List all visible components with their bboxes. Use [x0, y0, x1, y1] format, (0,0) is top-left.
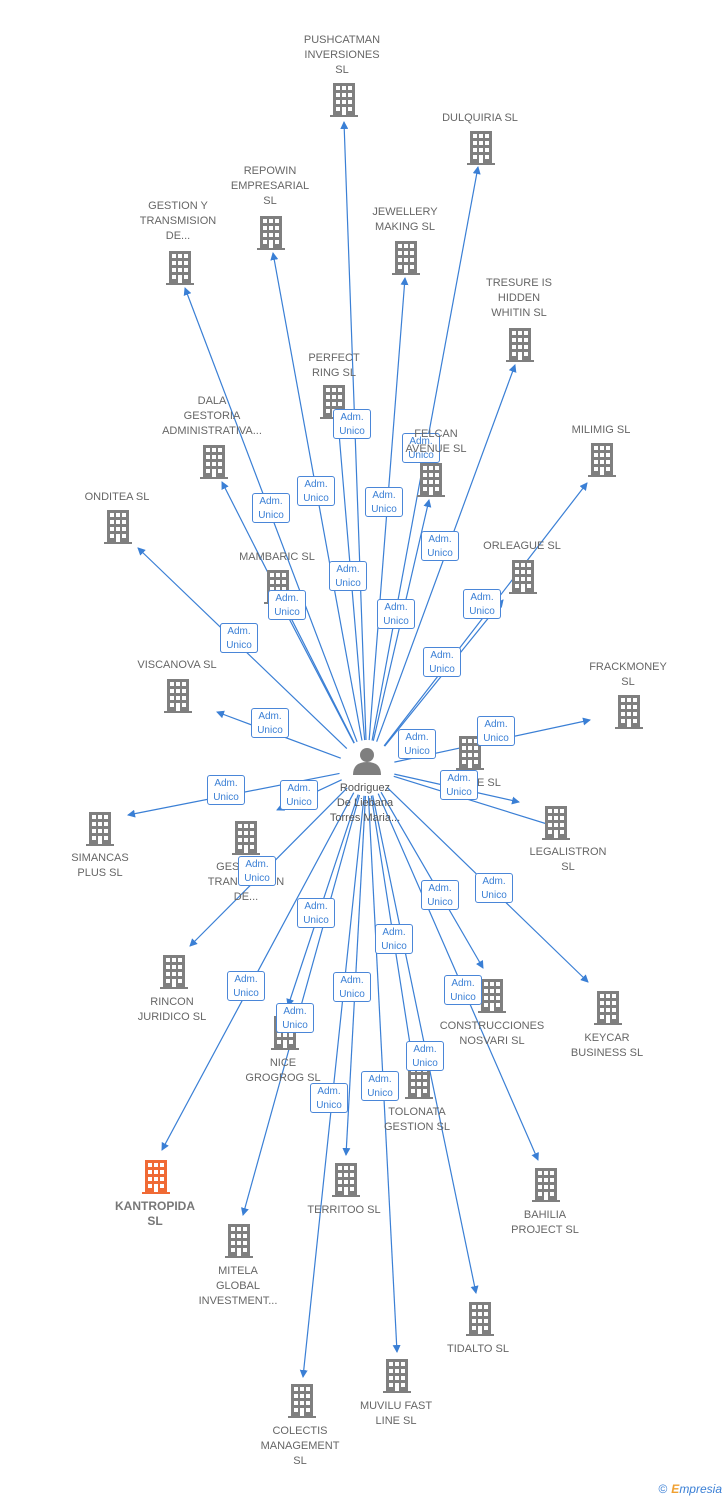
person-icon: [353, 748, 381, 775]
company-label-viscanova[interactable]: VISCANOVA SL: [137, 659, 217, 671]
company-label-muvilu[interactable]: MUVILU FAST LINE SL: [359, 1400, 433, 1427]
edge-label-viscanova: Adm. Unico: [251, 708, 289, 738]
company-label-orleague[interactable]: ORLEAGUE SL: [483, 540, 561, 552]
building-icon-mitela[interactable]: [225, 1224, 253, 1258]
edge-label-frackmoney: Adm. Unico: [477, 716, 515, 746]
edge-label-territoo: Adm. Unico: [333, 972, 371, 1002]
edge-label-repowin: Adm. Unico: [297, 476, 335, 506]
building-icon-colectis[interactable]: [288, 1384, 316, 1418]
company-label-colectis[interactable]: COLECTIS MANAGEMENT SL: [260, 1425, 340, 1467]
company-label-repowin[interactable]: REPOWIN EMPRESARIAL SL: [230, 165, 310, 207]
building-icon-onditea[interactable]: [104, 510, 132, 544]
building-icon-legalistron[interactable]: [542, 806, 570, 840]
company-label-perfect[interactable]: PERFECT RING SL: [308, 352, 360, 379]
company-label-mambaric[interactable]: MAMBARIC SL: [239, 551, 315, 563]
company-label-gestion1[interactable]: GESTION Y TRANSMISION DE...: [139, 200, 217, 242]
edge-label-gestion1: Adm. Unico: [252, 493, 290, 523]
edge-label-rincon: Adm. Unico: [238, 856, 276, 886]
edge-label-jewellery: Adm. Unico: [365, 487, 403, 517]
building-icon-rincon[interactable]: [160, 955, 188, 989]
company-label-nice[interactable]: NICE GROGROG SL: [245, 1057, 321, 1084]
edge-label-onditea: Adm. Unico: [220, 623, 258, 653]
edge-mambaric: [282, 606, 355, 744]
building-icon-felcan[interactable]: [417, 463, 445, 497]
building-icon-territoo[interactable]: [332, 1163, 360, 1197]
edge-label-mambaric: Adm. Unico: [268, 590, 306, 620]
building-icon-kantropida[interactable]: [142, 1160, 170, 1194]
company-label-bahilia[interactable]: BAHILIA PROJECT SL: [511, 1209, 579, 1236]
company-label-dulquiria[interactable]: DULQUIRIA SL: [442, 112, 518, 124]
building-icon-jewellery[interactable]: [392, 241, 420, 275]
company-label-jewellery[interactable]: JEWELLERY MAKING SL: [372, 206, 438, 233]
edge-label-colectis: Adm. Unico: [310, 1083, 348, 1113]
building-icon-gestion2[interactable]: [232, 821, 260, 855]
building-icon-milimig[interactable]: [588, 443, 616, 477]
edge-label-pushcatman: Adm. Unico: [333, 409, 371, 439]
edge-label-orleague: Adm. Unico: [423, 647, 461, 677]
company-label-mitela[interactable]: MITELA GLOBAL INVESTMENT...: [198, 1265, 278, 1307]
edge-label-rasane: Adm. Unico: [440, 770, 478, 800]
company-label-kantropida[interactable]: KANTROPIDA SL: [115, 1199, 195, 1228]
building-icon-frackmoney[interactable]: [615, 695, 643, 729]
company-label-felcan[interactable]: FELCAN AVENUE SL: [405, 428, 467, 455]
company-label-onditea[interactable]: ONDITEA SL: [84, 491, 150, 503]
brand-initial: E: [671, 1482, 680, 1496]
building-icon-repowin[interactable]: [257, 216, 285, 250]
edge-label-perfect: Adm. Unico: [329, 561, 367, 591]
edge-label-tidalto: Adm. Unico: [375, 924, 413, 954]
building-icon-simancas[interactable]: [86, 812, 114, 846]
company-label-tresure[interactable]: TRESURE IS HIDDEN WHITIN SL: [485, 277, 552, 319]
edge-legalistron: [393, 775, 561, 830]
edge-label-bahilia: Adm. Unico: [444, 975, 482, 1005]
company-label-tolonata[interactable]: TOLONATA GESTION SL: [383, 1106, 451, 1133]
copyright-symbol: ©: [658, 1482, 668, 1496]
edge-label-kantropida: Adm. Unico: [227, 971, 265, 1001]
edge-label-felcan: Adm. Unico: [377, 599, 415, 629]
building-icon-viscanova[interactable]: [164, 679, 192, 713]
company-label-pushcatman[interactable]: PUSHCATMAN INVERSIONES SL: [303, 34, 381, 76]
building-icon-pushcatman[interactable]: [330, 83, 358, 117]
company-label-frackmoney[interactable]: FRACKMONEY SL: [589, 661, 667, 688]
brand-name: mpresia: [679, 1482, 722, 1496]
edge-label-milimig: Adm. Unico: [463, 589, 501, 619]
edge-label-tolonata: Adm. Unico: [406, 1041, 444, 1071]
company-label-legalistron[interactable]: LEGALISTRON SL: [529, 846, 607, 873]
edge-label-construcciones: Adm. Unico: [421, 880, 459, 910]
company-label-dala[interactable]: DALA GESTORIA ADMINISTRATIVA...: [162, 395, 262, 437]
edge-label-mitela: Adm. Unico: [276, 1003, 314, 1033]
building-icon-dulquiria[interactable]: [467, 131, 495, 165]
company-label-keycar[interactable]: KEYCAR BUSINESS SL: [570, 1032, 644, 1059]
company-label-construcciones[interactable]: CONSTRUCCIONES NOSVARI SL: [439, 1020, 545, 1047]
building-icon-keycar[interactable]: [594, 991, 622, 1025]
building-icon-gestion1[interactable]: [166, 251, 194, 285]
edge-label-muvilu: Adm. Unico: [361, 1071, 399, 1101]
company-label-rincon[interactable]: RINCON JURIDICO SL: [137, 996, 207, 1023]
building-icon-muvilu[interactable]: [383, 1359, 411, 1393]
company-label-simancas[interactable]: SIMANCAS PLUS SL: [71, 852, 129, 879]
company-label-tidalto[interactable]: TIDALTO SL: [447, 1343, 509, 1355]
edge-label-simancas: Adm. Unico: [207, 775, 245, 805]
edge-label-dulquiria: Adm. Unico: [402, 433, 440, 463]
company-label-territoo[interactable]: TERRITOO SL: [307, 1204, 381, 1216]
building-icon-tresure[interactable]: [506, 328, 534, 362]
edge-label-keycar: Adm. Unico: [475, 873, 513, 903]
edge-label-gestion2: Adm. Unico: [280, 780, 318, 810]
building-icon-construcciones[interactable]: [478, 979, 506, 1013]
company-label-milimig[interactable]: MILIMIG SL: [571, 424, 631, 436]
edge-label-tresure: Adm. Unico: [421, 531, 459, 561]
footer-brand: ©Empresia: [658, 1482, 722, 1496]
center-person-label[interactable]: Rodriguez De Liebana Torres Maria...: [329, 782, 401, 824]
building-icon-dala[interactable]: [200, 445, 228, 479]
edge-label-legalistron: Adm. Unico: [398, 729, 436, 759]
building-icon-tidalto[interactable]: [466, 1302, 494, 1336]
edge-label-nice: Adm. Unico: [297, 898, 335, 928]
building-icon-orleague[interactable]: [509, 560, 537, 594]
building-icon-bahilia[interactable]: [532, 1168, 560, 1202]
